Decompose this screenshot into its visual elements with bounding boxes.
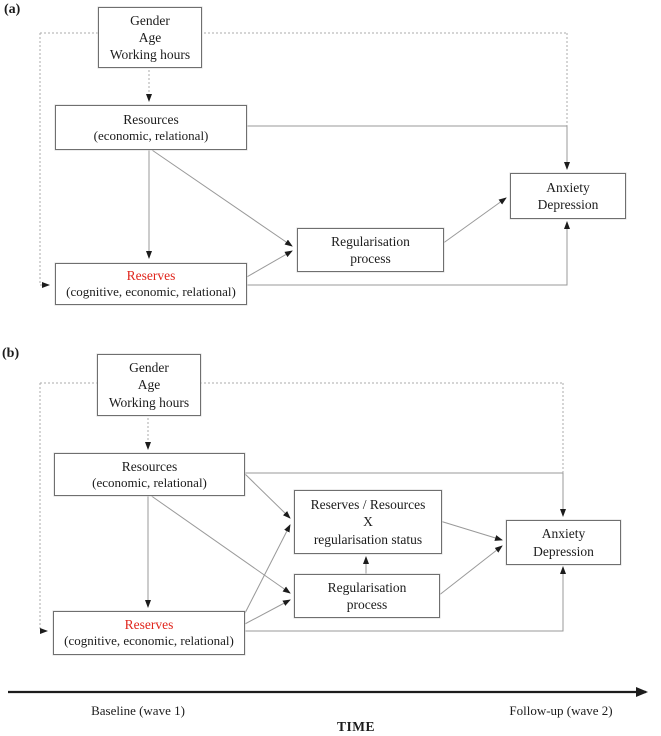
edge-b-resources-to-interaction [242,471,291,519]
reserves-subtitle: (cognitive, economic, relational) [66,284,236,300]
confounders-line: Working hours [108,394,190,410]
timeline-followup-label: Follow-up (wave 2) [509,703,613,718]
interaction-line: Reserves / Resources [310,497,426,513]
panel-a-outcome-box: Anxiety Depression [510,173,626,219]
panel-b-confounders-box: Gender Age Working hours [97,354,201,416]
interaction-line: X [363,514,373,530]
edge-b-resources-to-regularisation [149,494,291,594]
timeline-baseline-label: Baseline (wave 1) [91,703,185,718]
edge-b-reserves-to-outcome [243,566,566,632]
resources-title: Resources [123,111,179,127]
panel-b-resources-box: Resources (economic, relational) [54,453,245,496]
panel-b-outcome-box: Anxiety Depression [506,520,621,565]
interaction-line: regularisation status [313,531,423,547]
edge-b-regularisation-to-outcome [437,545,503,597]
regularisation-line: process [350,251,391,266]
panel-a-reserves-box: Reserves (cognitive, economic, relationa… [55,263,247,305]
edge-b-reserves-to-regularisation [242,599,291,626]
confounders-line: Age [137,377,161,393]
edge-b-reserves-to-interaction [242,524,291,618]
confounders-line: Working hours [109,47,191,63]
timeline-axis-title: TIME [336,719,376,734]
panel-b-label: (b) [2,346,20,361]
edge-b-dashed-confounders-to-reserves [39,383,48,634]
regularisation-line: process [346,597,388,612]
outcome-line: Anxiety [541,526,586,542]
panel-a-regularisation-box: Regularisation process [297,228,444,272]
panel-b-reserves-box: Reserves (cognitive, economic, relationa… [53,611,245,655]
resources-subtitle: (economic, relational) [93,127,209,143]
reserves-title: Reserves [126,268,176,284]
confounders-line: Gender [129,360,169,376]
resources-subtitle: (economic, relational) [92,474,207,490]
edge-a-dashed-confounders-to-reserves [39,33,50,288]
reserves-title: Reserves [124,617,174,633]
reserves-subtitle: (cognitive, economic, relational) [64,633,234,649]
panel-a-label: (a) [4,2,21,17]
regularisation-line: Regularisation [331,233,410,249]
edge-a-regularisation-to-outcome [441,197,507,245]
outcome-line: Depression [537,197,599,212]
outcome-line: Anxiety [546,179,590,195]
edge-a-reserves-to-regularisation [244,250,293,279]
outcome-line: Depression [533,543,594,559]
panel-a-resources-box: Resources (economic, relational) [55,105,247,150]
edge-a-reserves-to-outcome [245,221,570,286]
resources-title: Resources [121,458,178,474]
confounders-line: Age [138,29,162,45]
panel-b-interaction-box: Reserves / Resources X regularisation st… [294,490,442,554]
regularisation-line: Regularisation [327,579,407,595]
edge-b-interaction-to-outcome [439,520,503,541]
panel-a-confounders-box: Gender Age Working hours [98,7,202,68]
panel-b-regularisation-box: Regularisation process [294,574,440,618]
edge-a-resources-to-regularisation [148,147,293,247]
confounders-line: Gender [130,12,170,28]
